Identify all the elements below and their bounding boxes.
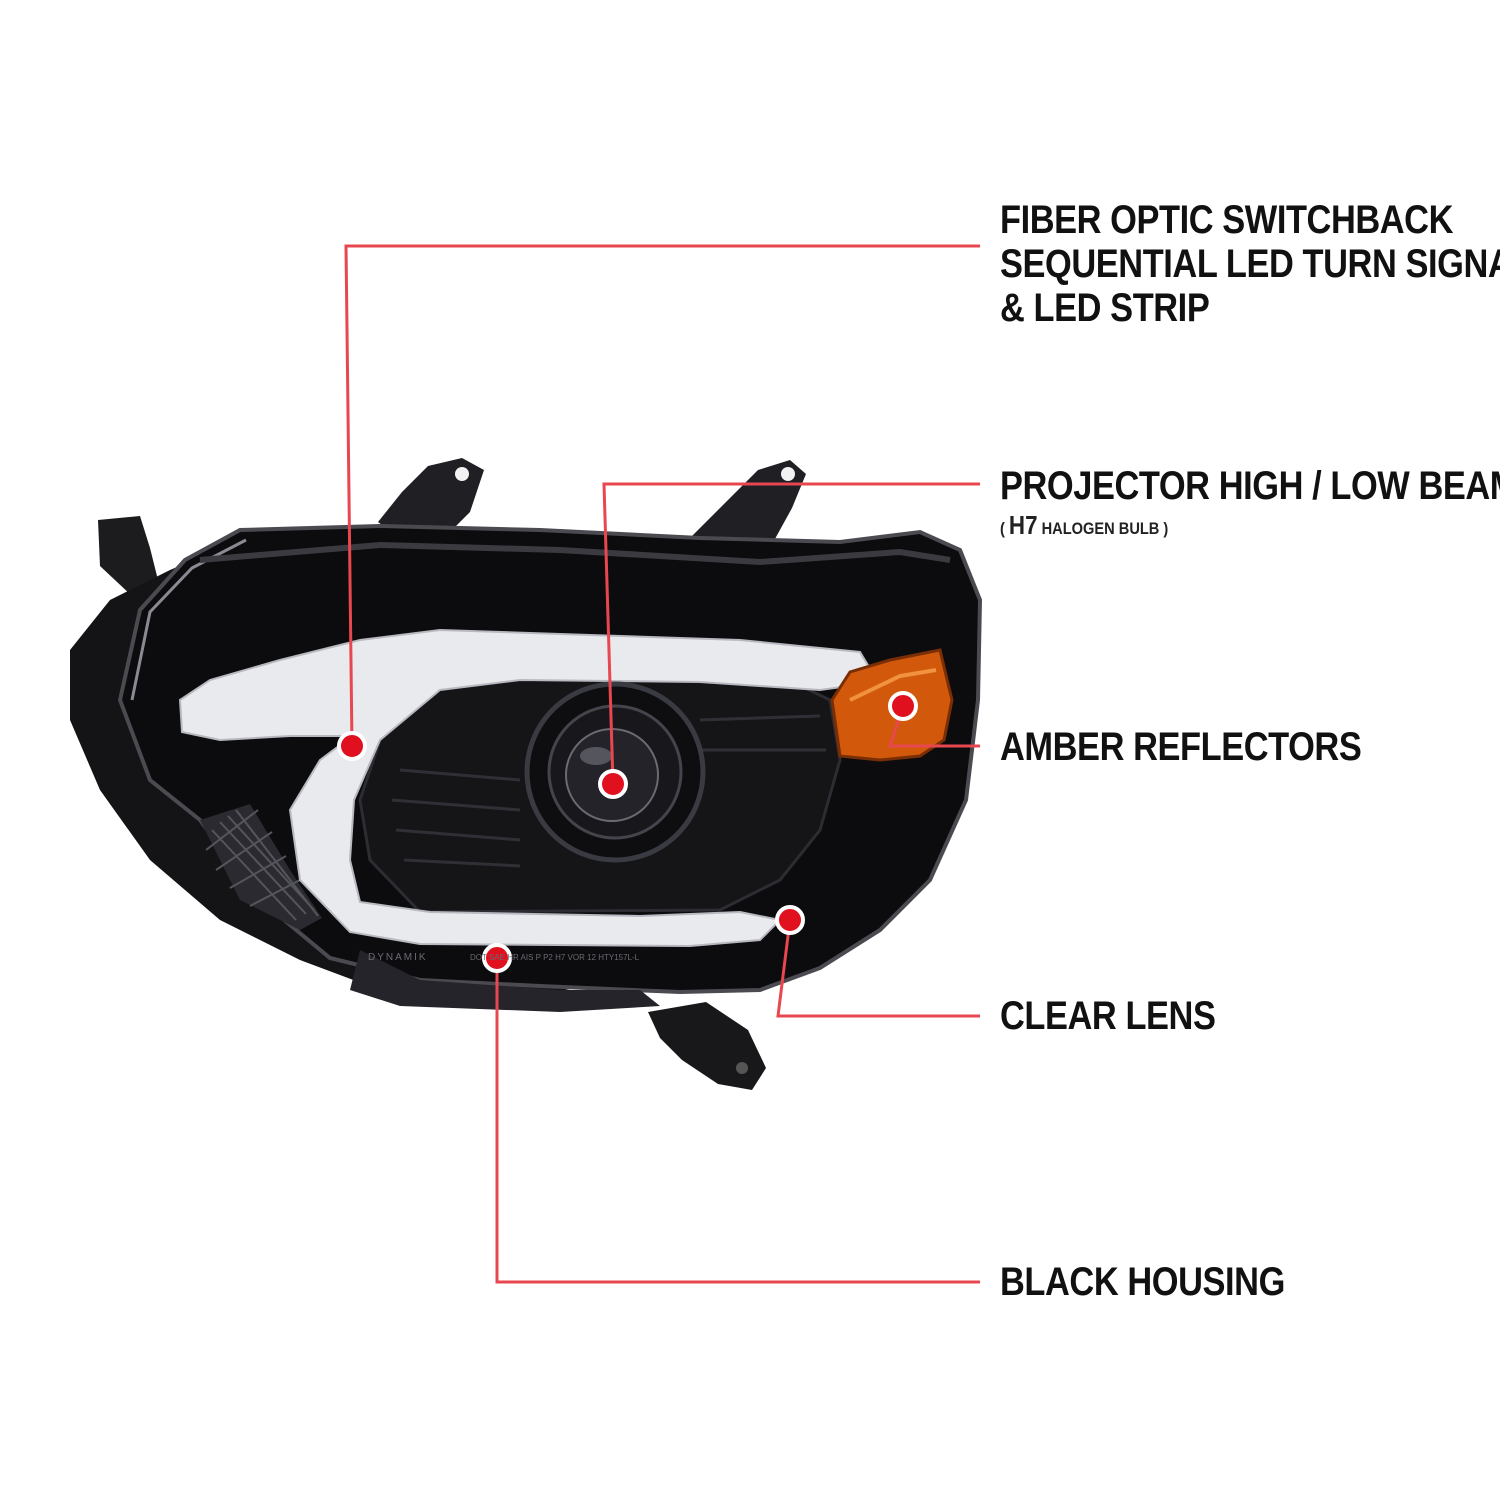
subtitle-bulb-text: HALOGEN BULB ) xyxy=(1037,519,1169,538)
mounting-bracket-left xyxy=(98,516,160,596)
callout-black-housing-title: BLACK HOUSING xyxy=(1000,1260,1285,1304)
projector-glint xyxy=(580,747,612,765)
callout-dot-fiber xyxy=(337,731,367,761)
callout-fiber-line3: & LED STRIP xyxy=(1000,286,1210,330)
callout-line-projector xyxy=(602,482,980,785)
callout-line-fiber xyxy=(344,244,980,747)
callout-line-housing xyxy=(495,958,980,1284)
callout-amber-title: AMBER REFLECTORS xyxy=(1000,725,1362,769)
callout-dot-projector xyxy=(598,769,628,799)
mounting-bracket-bottom xyxy=(648,1002,766,1090)
lens-brand-marking: DYNAMIK xyxy=(368,952,428,963)
lens-code-marking: DOT SAE HR AIS P P2 H7 VOR 12 HTY157L-L xyxy=(470,953,640,962)
callout-projector-subtitle: ( H7 HALOGEN BULB ) xyxy=(1000,510,1168,544)
led-switchback-strip xyxy=(178,628,880,948)
callout-clear-lens-title: CLEAR LENS xyxy=(1000,994,1216,1038)
bracket-hole xyxy=(736,1062,748,1074)
subtitle-open: ( xyxy=(1000,519,1009,538)
callout-dot-housing xyxy=(482,943,512,973)
callout-fiber-line1: FIBER OPTIC SWITCHBACK xyxy=(1000,198,1454,242)
amber-reflector-shine xyxy=(849,668,937,702)
callout-dots xyxy=(337,691,918,973)
callout-fiber-line2: SEQUENTIAL LED TURN SIGNAL xyxy=(1000,242,1500,286)
bracket-hole xyxy=(781,467,795,481)
lower-trim xyxy=(350,950,660,1012)
callout-lines xyxy=(344,244,980,1284)
callout-dot-amber xyxy=(888,691,918,721)
grille-mesh xyxy=(205,809,319,921)
callout-dot-clear-lens xyxy=(775,905,805,935)
callout-line-clear-lens xyxy=(776,919,980,1018)
lens-highlight xyxy=(130,538,247,701)
bracket-hole xyxy=(455,467,469,481)
subtitle-bulb-type: H7 xyxy=(1008,510,1038,540)
callout-projector-title: PROJECTOR HIGH / LOW BEAM xyxy=(1000,464,1500,508)
bezel-ribs xyxy=(391,714,826,868)
